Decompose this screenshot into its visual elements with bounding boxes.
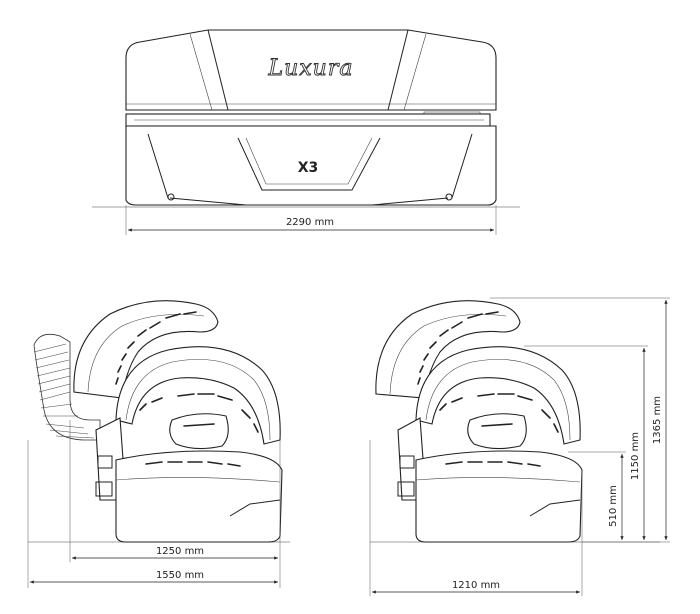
left-front-canopy-vents — [139, 393, 259, 433]
left-hinge-box-lower — [95, 481, 113, 497]
left-base-side-panel-line — [229, 499, 281, 517]
air-hose-ribs — [33, 343, 95, 439]
front-width-label: 2290 mm — [286, 217, 334, 228]
left-hinge-box — [97, 455, 113, 469]
side-view-left: 1250 mm 1550 mm — [27, 300, 290, 588]
front-base-center-panel-inner — [245, 137, 373, 185]
left-upper-canopy-vents — [115, 311, 197, 385]
side-view-right: 1210 mm 1365 mm 1150 mm 510 mm — [369, 297, 670, 596]
front-view: Luxura X3 2290 mm — [92, 29, 520, 235]
right-upper-canopy — [375, 300, 521, 399]
right-base-vents — [445, 461, 541, 467]
side-length-label: 1210 mm — [452, 580, 500, 591]
front-right-foot — [445, 193, 453, 201]
right-face-unit — [467, 413, 527, 450]
front-base-center-panel — [237, 137, 381, 191]
air-hose — [33, 333, 101, 441]
left-base-top-line — [115, 477, 281, 483]
front-canopy-panel-lines — [207, 29, 409, 111]
total-length-label: 1550 mm — [156, 570, 204, 581]
front-base — [125, 125, 497, 206]
right-upper-canopy-vents — [417, 311, 499, 385]
height-total-label: 1365 mm — [652, 396, 663, 444]
left-upper-canopy — [73, 300, 219, 399]
left-front-canopy — [115, 346, 281, 445]
right-front-canopy-contour — [425, 359, 571, 441]
left-base — [115, 450, 283, 543]
model-mark: X3 — [298, 160, 319, 176]
right-hinge-box-lower — [397, 481, 415, 497]
height-bed-label: 510 mm — [608, 485, 619, 527]
right-front-canopy — [415, 346, 581, 445]
base-length-label: 1250 mm — [156, 546, 204, 557]
right-base-side-panel-line — [529, 499, 581, 517]
right-base — [415, 450, 583, 543]
height-top-label: 1150 mm — [630, 432, 641, 480]
front-base-feet-lines — [169, 197, 449, 206]
front-base-side-lines — [147, 133, 473, 199]
right-front-canopy-vents — [439, 393, 559, 433]
front-left-foot — [167, 193, 175, 201]
left-face-unit — [169, 413, 229, 450]
right-hinge-box — [399, 455, 415, 469]
front-canopy-side-lines — [189, 33, 427, 111]
brand-logo: Luxura — [268, 56, 354, 81]
right-base-top-line — [415, 477, 581, 483]
left-front-canopy-contour — [125, 359, 271, 441]
left-face-unit-vent — [183, 423, 215, 427]
left-base-vents — [145, 461, 241, 467]
right-face-unit-vent — [481, 423, 513, 427]
